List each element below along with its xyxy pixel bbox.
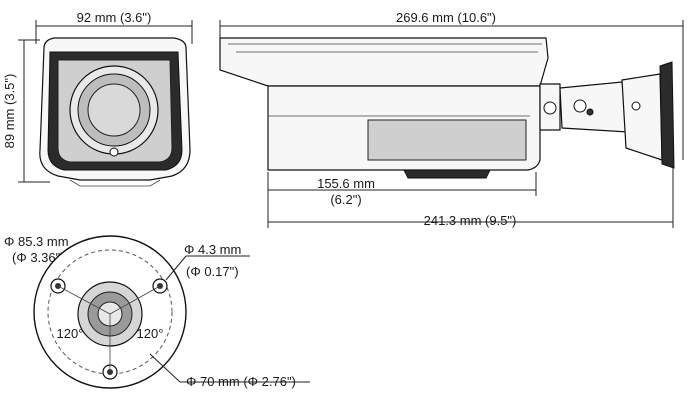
bracket-base-block: [621, 73, 663, 161]
front-sensor-dot: [109, 147, 119, 157]
body-length-label-mm: 155.6 mm: [317, 176, 375, 191]
hole-diameter-mm-label: Φ 4.3 mm: [184, 242, 241, 257]
mounting-plate: [659, 61, 675, 169]
side-sun-shield: [219, 37, 549, 87]
angle-left-label: 120°: [57, 326, 84, 341]
base-view: Φ 85.3 mm (Φ 3.36") 120° 120° Φ 4.3 mm (…: [4, 234, 310, 389]
hole-diameter-leader: [165, 255, 187, 281]
bolt-circle-leader: [149, 353, 181, 383]
outer-diameter-mm-label: Φ 85.3 mm: [4, 234, 69, 249]
bolt-circle-label: Φ 70 mm (Φ 2.76"): [186, 374, 296, 389]
bolt-circle: [47, 249, 173, 375]
front-view: 92 mm (3.6") 89 mm (3.5"): [2, 10, 193, 187]
side-total-length-label: 269.6 mm (10.6"): [396, 10, 496, 25]
bracket-arm: [559, 81, 629, 133]
front-lens-glass: [87, 83, 141, 137]
side-view: 269.6 mm (10.6") 155.6 mm (6.2") 241.3 m…: [219, 10, 684, 228]
side-body-panel: [367, 119, 527, 161]
front-width-label: 92 mm (3.6"): [77, 10, 152, 25]
front-height-label: 89 mm (3.5"): [2, 74, 17, 149]
side-bottom-foot: [403, 169, 491, 179]
body-length-label-in: (6.2"): [330, 192, 361, 207]
mount-length-label: 241.3 mm (9.5"): [424, 213, 517, 228]
front-bottom-lip: [69, 179, 161, 187]
hole-diameter-in-label: (Φ 0.17"): [186, 264, 239, 279]
angle-right-label: 120°: [137, 326, 164, 341]
outer-diameter-in-label: (Φ 3.36"): [12, 250, 65, 265]
